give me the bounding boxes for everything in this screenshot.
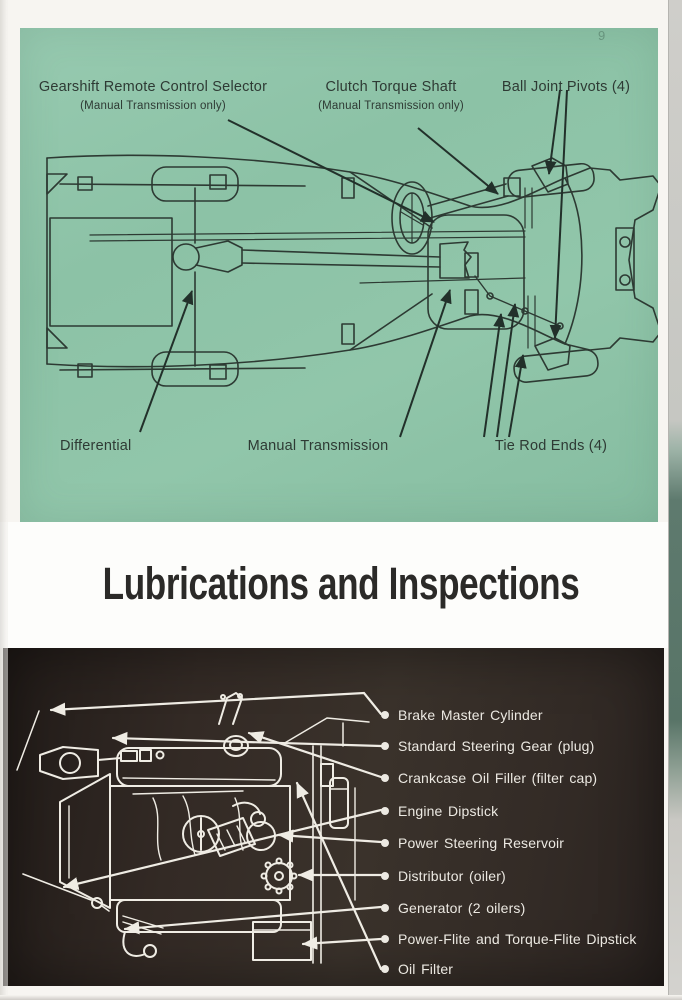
transmission-art bbox=[252, 921, 312, 961]
list-item: Oil Filter bbox=[381, 958, 453, 980]
bullet-icon bbox=[381, 872, 389, 880]
bullet-icon bbox=[381, 965, 389, 973]
bullet-icon bbox=[381, 711, 389, 719]
distributor-art bbox=[260, 857, 298, 895]
label-ball-joint-pivots: Ball Joint Pivots (4) bbox=[501, 79, 631, 95]
lubrication-section: Brake Master Cylinder Standard Steering … bbox=[3, 648, 664, 986]
list-item: Power Steering Reservoir bbox=[381, 832, 564, 854]
list-item: Generator (2 oilers) bbox=[381, 897, 525, 919]
list-item: Crankcase Oil Filler (filter cap) bbox=[381, 767, 597, 789]
bullet-icon bbox=[381, 742, 389, 750]
list-item: Brake Master Cylinder bbox=[381, 704, 543, 726]
heading-band: Lubrications and Inspections bbox=[0, 522, 682, 648]
chassis-pointer-lines bbox=[139, 89, 568, 438]
lube-pointer-lines bbox=[49, 691, 383, 971]
differential-driveshaft bbox=[172, 240, 472, 279]
list-item: Engine Dipstick bbox=[381, 800, 498, 822]
label-tie-rod-ends: Tie Rod Ends (4) bbox=[494, 438, 608, 454]
page-right-edge bbox=[668, 0, 682, 1000]
label-manual-transmission: Manual Transmission bbox=[247, 438, 389, 454]
bullet-icon bbox=[381, 774, 389, 782]
bullet-icon bbox=[381, 904, 389, 912]
label-gearshift: Gearshift Remote Control Selector (Manua… bbox=[38, 79, 268, 113]
page-title: Lubrications and Inspections bbox=[102, 558, 580, 609]
bullet-icon bbox=[381, 807, 389, 815]
label-differential: Differential bbox=[60, 438, 132, 454]
engine-line-art bbox=[16, 691, 383, 971]
label-clutch-torque-shaft: Clutch Torque Shaft (Manual Transmission… bbox=[318, 79, 464, 113]
list-item: Power-Flite and Torque-Flite Dipstick bbox=[381, 928, 637, 950]
page-bottom-edge bbox=[0, 995, 682, 1000]
engine-dipstick-art bbox=[22, 873, 110, 912]
page-left-edge bbox=[0, 0, 8, 1000]
chassis-line-art bbox=[46, 89, 658, 438]
page-number: 9 bbox=[598, 28, 606, 43]
list-item: Distributor (oiler) bbox=[381, 865, 506, 887]
bullet-icon bbox=[381, 839, 389, 847]
bullet-icon bbox=[381, 935, 389, 943]
chassis-section: Gearshift Remote Control Selector (Manua… bbox=[20, 28, 658, 522]
list-item: Standard Steering Gear (plug) bbox=[381, 735, 594, 757]
